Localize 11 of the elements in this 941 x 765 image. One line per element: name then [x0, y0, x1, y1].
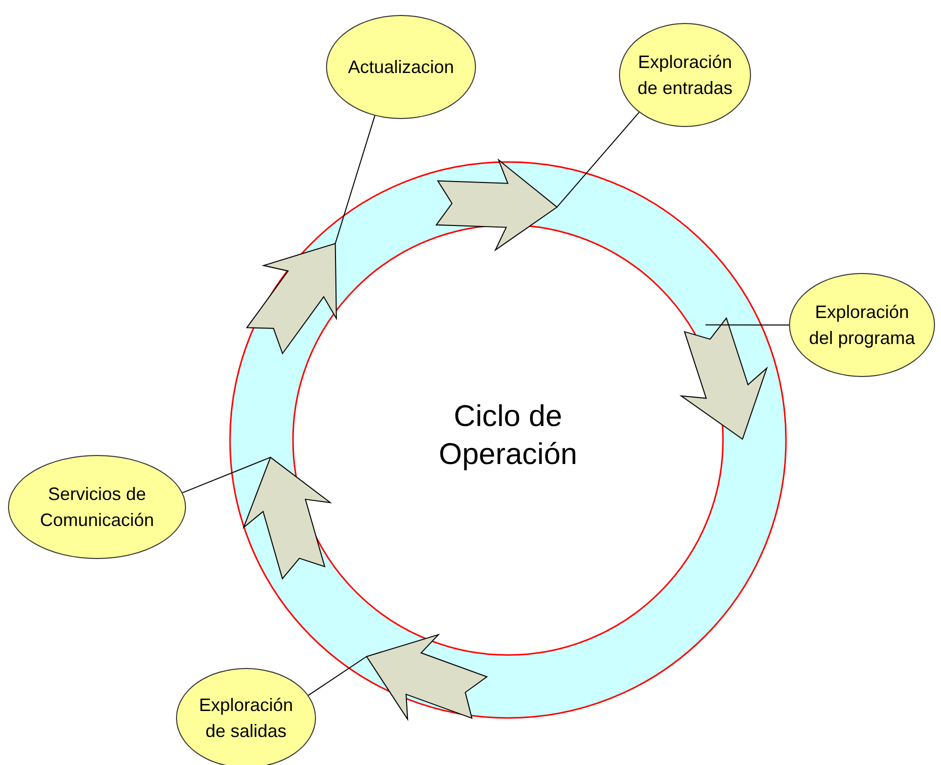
callout-ellipse: Exploración de salidas: [176, 668, 316, 765]
leader-line: [705, 324, 790, 326]
leader-line: [308, 656, 368, 696]
leader-line: [334, 115, 376, 244]
callout-ellipse: Actualizacion: [326, 15, 476, 119]
callout-ellipse: Servicios de Comunicación: [8, 455, 186, 559]
center-title: Ciclo de Operación: [438, 399, 578, 473]
callout-ellipse: Exploración del programa: [789, 273, 935, 377]
leader-line: [556, 112, 640, 208]
leader-line: [182, 456, 271, 494]
callout-ellipse: Exploración de entradas: [619, 23, 751, 127]
